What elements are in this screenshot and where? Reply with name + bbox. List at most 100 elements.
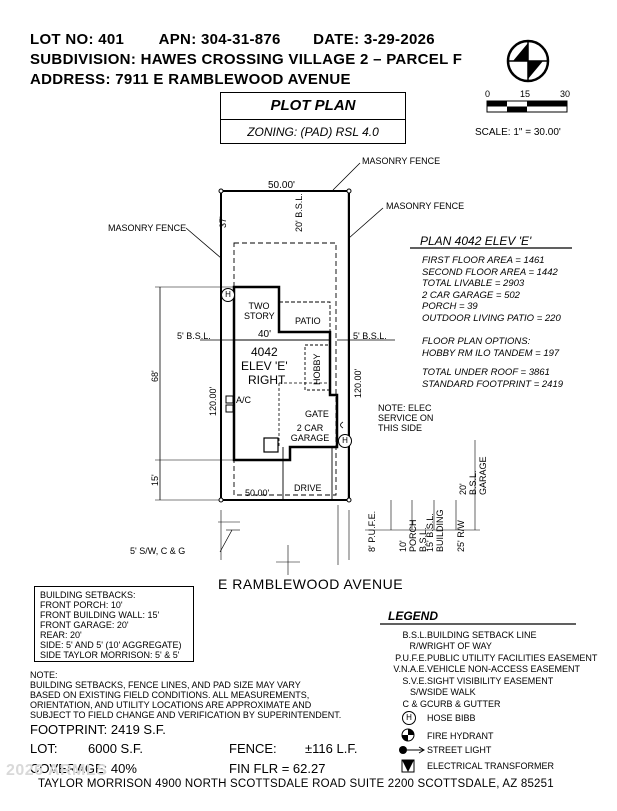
hose-bibb-icon: H (338, 434, 352, 448)
plan-area-line: SECOND FLOOR AREA = 1442 (422, 266, 558, 278)
patio-outline (278, 301, 331, 333)
scale-tick-0: 0 (485, 89, 491, 99)
apn: APN: 304-31-876 (158, 31, 281, 48)
plan-total-line: STANDARD FOOTPRINT = 2419 (422, 378, 564, 390)
setbacks-title: BUILDING SETBACKS: (40, 590, 136, 600)
scale-bar (486, 100, 568, 113)
house-elevation: ELEV 'E' (241, 359, 288, 373)
header-line-1: LOT NO: 401 APN: 304-31-876 DATE: 3-29-2… (30, 31, 435, 48)
hobby-room (304, 344, 331, 391)
scale-label: SCALE: 1" = 30.00' (475, 127, 561, 138)
house-orientation: RIGHT (248, 373, 286, 387)
leader-line (332, 162, 361, 191)
garage-label: 2 CAR GARAGE (290, 423, 330, 443)
plan-area-line: TOTAL LIVABLE = 2903 (422, 278, 525, 289)
legend-symbol-label: HOSE BIBB (427, 713, 476, 723)
house-plan-number: 4042 (251, 345, 278, 359)
lot-number: LOT NO: 401 (30, 31, 125, 48)
elec-service-note: NOTE: ELEC SERVICE ON THIS SIDE (378, 403, 434, 433)
setback-item: FRONT PORCH: 10' (40, 600, 123, 610)
street-light-icon (399, 746, 425, 754)
two-story-label: TWO STORY (244, 301, 275, 321)
plan-area-line: FIRST FLOOR AREA = 1461 (422, 255, 545, 266)
ac-label: A/C (236, 395, 252, 405)
street-name: E RAMBLEWOOD AVENUE (218, 576, 404, 592)
porch-bsl-dim: 10' PORCH B.S.L. (398, 519, 428, 552)
subdivision: SUBDIVISION: HAWES CROSSING VILLAGE 2 – … (30, 51, 463, 68)
fire-hydrant-icon (401, 728, 415, 742)
sidewalk-label: 5' S/W, C & G (130, 546, 186, 556)
note-label: NOTE: (30, 670, 58, 680)
zoning: ZONING: (PAD) RSL 4.0 (247, 125, 379, 139)
lot-width-rear: 50.00' (268, 180, 295, 191)
plan-totals: TOTAL UNDER ROOF = 3861 STANDARD FOOTPRI… (422, 367, 563, 390)
lot-stat-label: LOT: (30, 741, 58, 756)
gate-label: GATE (305, 409, 329, 419)
lot-depth-left: 120.00' (208, 386, 218, 416)
company-footer: TAYLOR MORRISON 4900 NORTH SCOTTSDALE RO… (38, 778, 554, 790)
title-box: PLOT PLAN ZONING: (PAD) RSL 4.0 (220, 92, 406, 144)
leader-line (348, 207, 384, 239)
lot-width-front: 50.00' (245, 488, 270, 498)
scale-tick-30: 30 (560, 89, 571, 99)
hobby-label: HOBBY (312, 353, 322, 385)
note-line: SUBJECT TO FIELD CHANGE AND VERIFICATION… (30, 710, 342, 720)
setback-item: REAR: 20' (40, 630, 82, 640)
setback-line (233, 242, 337, 496)
note-line: BUILDING SETBACKS, FENCE LINES, AND PAD … (30, 680, 301, 690)
ac-unit (225, 395, 234, 404)
rear-setback-dim: 37' (218, 216, 228, 228)
setback-item: FRONT BUILDING WALL: 15' (40, 610, 160, 620)
driveway (282, 447, 333, 500)
side-bsl-right: 5' B.S.L. (353, 331, 387, 341)
plan-areas: FIRST FLOOR AREA = 1461 SECOND FLOOR ARE… (422, 255, 561, 324)
electrical-transformer-icon (401, 759, 415, 773)
fin-flr-stat: FIN FLR = 62.27 (229, 761, 326, 776)
note-line: BASED ON EXISTING FIELD CONDITIONS. ALL … (30, 690, 310, 700)
lot-stat-value: 6000 S.F. (88, 741, 143, 756)
legend-underline (380, 623, 576, 625)
plan-option-line: HOBBY RM ILO TANDEM = 197 (422, 347, 560, 359)
plan-option-line: FLOOR PLAN OPTIONS: (422, 336, 531, 347)
building-bsl-dim: 15' B.S.L. BUILDING (425, 509, 445, 552)
porch (263, 437, 279, 453)
leader-line (185, 227, 222, 259)
note-line: ORIENTATION, AND UTILITY LOCATIONS ARE A… (30, 700, 312, 710)
plan-area-line: 2 CAR GARAGE = 502 (422, 289, 520, 301)
plan-options: FLOOR PLAN OPTIONS: HOBBY RM ILO TANDEM … (422, 336, 559, 359)
setbacks-box: BUILDING SETBACKS: FRONT PORCH: 10' FRON… (34, 586, 194, 662)
setback-item: SIDE: 5' AND 5' (10' AGGREGATE) (40, 640, 182, 650)
drive-label: DRIVE (294, 483, 322, 493)
lot-depth-right: 120.00' (353, 368, 363, 398)
coverage-stat: COVERAGE: 40% (30, 761, 137, 776)
plan-title: PLAN 4042 ELEV 'E' (420, 234, 532, 248)
address: ADDRESS: 7911 E RAMBLEWOOD AVENUE (30, 71, 351, 88)
setback-item: SIDE TAYLOR MORRISON: 5' & 5' (40, 650, 180, 660)
scale-tick-15: 15 (520, 89, 531, 99)
rw-dim: 25' R/W (456, 520, 466, 552)
plan-area-line: OUTDOOR LIVING PATIO = 220 (422, 312, 561, 324)
front-setback-dim: 15' (150, 474, 160, 486)
legend-title: LEGEND (388, 609, 439, 623)
setback-item: FRONT GARAGE: 20' (40, 620, 129, 630)
fence-stat-label: FENCE: (229, 741, 277, 756)
rear-bsl-dim: 20' B.S.L. (294, 193, 304, 232)
footprint-stat: FOOTPRINT: 2419 S.F. (30, 722, 166, 737)
north-arrow-icon (506, 39, 550, 83)
plot-plan-title: PLOT PLAN (221, 93, 405, 120)
hose-bibb-icon: H (402, 711, 416, 725)
legend-symbol-label: FIRE HYDRANT (427, 731, 494, 741)
masonry-fence-label: MASONRY FENCE (108, 223, 187, 233)
masonry-fence-label: MASONRY FENCE (386, 201, 465, 211)
disclaimer-note: NOTE: BUILDING SETBACKS, FENCE LINES, AN… (30, 670, 341, 720)
ac-unit (225, 404, 234, 413)
hose-bibb-icon: H (221, 288, 235, 302)
legend-symbol-label: STREET LIGHT (427, 745, 492, 755)
plan-total-line: TOTAL UNDER ROOF = 3861 (422, 367, 550, 378)
garage-bsl-dim: 20' B.S.L. GARAGE (458, 456, 488, 495)
masonry-fence-label: MASONRY FENCE (362, 156, 441, 166)
fence-stat-value: ±116 L.F. (305, 741, 358, 756)
plan-title-underline (410, 247, 572, 249)
house-depth-dim: 68' (150, 370, 160, 382)
